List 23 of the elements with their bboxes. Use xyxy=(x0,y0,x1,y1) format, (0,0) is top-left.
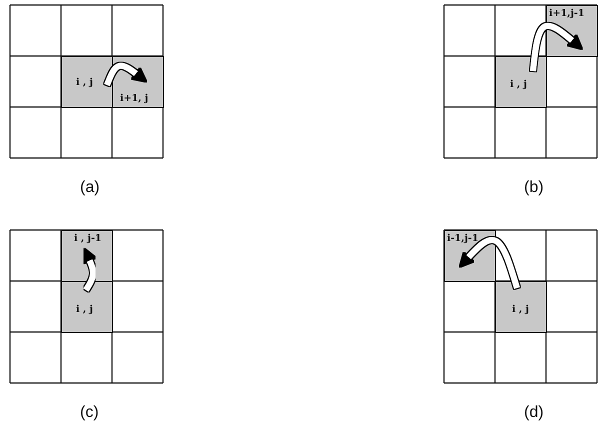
shaded-cell xyxy=(61,56,113,108)
curved-arrow xyxy=(460,237,520,289)
cell-label: i , j xyxy=(510,80,527,90)
cell-label: i , j xyxy=(76,305,93,314)
shaded-cell xyxy=(61,281,113,333)
cell-label: i+1,j-1 xyxy=(549,9,584,18)
cell-label: i+1, j xyxy=(120,94,148,104)
shaded-cell xyxy=(546,5,598,57)
panel-caption: (a) xyxy=(80,180,100,196)
panel-caption: (b) xyxy=(524,180,544,196)
cell-label: i-1,j-1 xyxy=(447,234,478,244)
cell-label: i , j xyxy=(76,78,93,88)
shaded-cell xyxy=(112,56,164,108)
panel-caption: (c) xyxy=(80,405,99,421)
shaded-cell xyxy=(495,56,547,108)
curved-arrow xyxy=(530,22,582,72)
shaded-cell xyxy=(61,230,113,282)
shaded-cell xyxy=(495,281,547,333)
cell-label: i , j-1 xyxy=(74,234,102,244)
cell-label: i , j xyxy=(512,305,529,314)
panel-caption: (d) xyxy=(524,405,544,421)
curved-arrow xyxy=(104,62,146,86)
curved-arrow xyxy=(83,248,96,292)
